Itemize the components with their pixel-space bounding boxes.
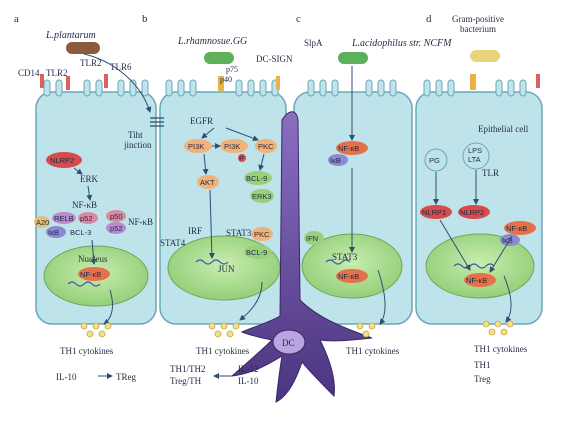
receptors — [40, 74, 540, 92]
bacteria-icons — [66, 42, 500, 64]
nfkb-d-label: NF-κB — [506, 224, 527, 233]
treg-d-label: Treg — [474, 374, 491, 384]
phospho-label: P — [239, 154, 244, 163]
th-ratio-1-label: TH1/TH2 — [170, 364, 206, 374]
cytokines-d-label: TH1 cytokines — [474, 344, 528, 354]
bacterium-a-name: L.plantarum — [45, 30, 96, 41]
ifn-label: IFN — [306, 234, 318, 243]
nfkb-nuc-c-label: NF-κB — [338, 272, 359, 281]
ikb-c-label: IκB — [330, 156, 341, 165]
slpa-label: SlpA — [304, 38, 323, 48]
erk-label: ERK — [80, 174, 99, 184]
nuclei — [43, 233, 535, 307]
p52-b-label: p52 — [110, 224, 123, 233]
th1-d-label: TH1 — [474, 360, 491, 370]
bacterium-b-icon — [204, 52, 234, 64]
dc-body — [230, 111, 373, 403]
cytokine-dots — [80, 320, 514, 338]
panel-c-molecules: NF-κB IκB IFN STAT3 NF-κB — [304, 141, 368, 283]
dna-icons — [67, 259, 495, 287]
ikb-a-label: IκB — [48, 228, 59, 237]
tlr2-label: TLR2 — [46, 68, 68, 78]
pathway-arrows — [73, 53, 513, 379]
p52-a-label: p52 — [80, 214, 93, 223]
nfkb-nuc-a-label: NF-κB — [80, 270, 101, 279]
erk3-label: ERK3 — [252, 192, 272, 201]
cytokines-c-label: TH1 cytokines — [346, 346, 400, 356]
nlrp2-a-shape — [46, 152, 82, 168]
tight-junction-label-2: jinction — [123, 140, 152, 150]
pkc-2-label: PKC — [254, 230, 270, 239]
ikb-d-label: IκB — [502, 236, 513, 245]
nucleus-d — [425, 233, 535, 299]
bcl9-1-label: BCL-9 — [246, 174, 267, 183]
pi3k-2-label: PI3K — [224, 142, 240, 151]
pg-label: PG — [429, 156, 440, 165]
p50-label: p50 — [110, 212, 123, 221]
nfkb-a1-label: NF-κB — [72, 200, 97, 210]
nlrp2-a-label: NLRP2 — [50, 156, 74, 165]
stat4-label: STAT4 — [160, 238, 186, 248]
tight-junction-icon — [150, 117, 164, 127]
th-ratio-2-label: Treg/TH — [170, 376, 202, 386]
nfkb-nuc-d-label: NF-κB — [466, 276, 487, 285]
tight-junction-label-1: Tiht — [128, 130, 143, 140]
bacterium-c-icon — [338, 52, 368, 64]
tlr6-label: TLR6 — [110, 62, 132, 72]
dc-nucleus — [272, 329, 306, 355]
tlr-label: TLR — [482, 168, 499, 178]
pkc-1-label: PKC — [258, 142, 274, 151]
microvilli — [43, 79, 527, 97]
nfkb-a2-label: NF-κB — [128, 217, 153, 227]
dc-sign-label: DC-SIGN — [256, 54, 293, 64]
stat3-b-label: STAT3 — [226, 228, 252, 238]
stat3-c-label: STAT3 — [332, 252, 358, 262]
il10-a-label: IL-10 — [56, 372, 77, 382]
panel-b-molecules: PI3K PI3K P PKC AKT BCL-9 ERK3 IRF STAT4… — [160, 139, 277, 274]
panel-label-c: c — [296, 13, 301, 25]
bacterium-d-name-line2: bacterium — [460, 24, 496, 34]
bacterium-d-icon — [470, 50, 500, 62]
cytokines-a-label: TH1 cytokines — [60, 346, 114, 356]
lps-label: LPS — [468, 146, 482, 155]
cd14-label: CD14 — [18, 68, 40, 78]
p40-label: p40 — [220, 75, 232, 84]
egfr-label: EGFR — [190, 116, 213, 126]
panel-label-d: d — [426, 13, 432, 25]
p75-label: p75 — [226, 65, 238, 74]
bacterium-b-name: L.rhamnosue.GG — [177, 36, 247, 47]
pi3k-1-label: PI3K — [188, 142, 204, 151]
nlrp1-label: NLRP1 — [422, 208, 446, 217]
panel-label-b: b — [142, 13, 148, 25]
bcl9-2-label: BCL-9 — [246, 248, 267, 257]
panel-label-a: a — [14, 13, 19, 25]
treg-a-label: TReg — [116, 372, 136, 382]
panel-a-molecules: NLRP2 ERK NF-κB A20 RELB p52 IκB BCL-3 p… — [34, 152, 153, 281]
akt-label: AKT — [200, 178, 215, 187]
bcl3-label: BCL-3 — [70, 228, 91, 237]
bacterium-d-name-line1: Gram-positive — [452, 14, 504, 24]
irf-label: IRF — [188, 226, 202, 236]
il10-b-label: IL-10 — [238, 376, 259, 386]
nlrp2-d-label: NLRP2 — [460, 208, 484, 217]
tlr2-label-top: TLR2 — [80, 58, 102, 68]
bacterium-c-name: L.acidophilus str. NCFM — [351, 38, 452, 49]
cytokines-b-label: TH1 cytokines — [196, 346, 250, 356]
jun-label: JUN — [218, 264, 235, 274]
a20-label: A20 — [36, 218, 49, 227]
bacterium-a-icon — [66, 42, 100, 54]
dc-label: DC — [282, 338, 295, 348]
nfkb-c-label: NF-κB — [338, 144, 359, 153]
panel-d-molecules: Epithelial cell PG LPS LTA TLR NLRP1 NLR… — [420, 124, 536, 287]
lta-label: LTA — [468, 155, 481, 164]
dendritic-cell — [230, 111, 373, 403]
relb-label: RELB — [54, 214, 74, 223]
il12-label: IL-12 — [238, 364, 259, 374]
epithelial-cell-label: Epithelial cell — [478, 124, 529, 134]
